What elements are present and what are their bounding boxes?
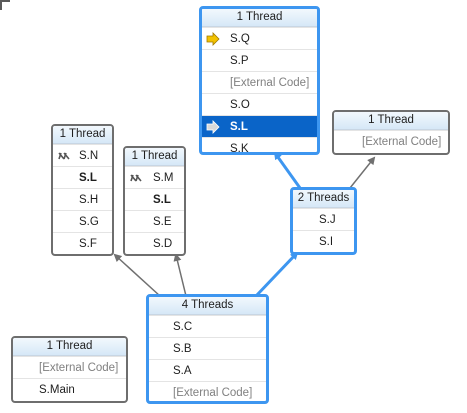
frame-label: S.F <box>79 238 97 250</box>
stack-frame[interactable]: S.A <box>149 359 266 381</box>
frame-label: S.H <box>79 194 99 206</box>
frame-label: S.J <box>319 214 336 226</box>
node-header: 1 Thread <box>53 126 112 144</box>
stack-frame[interactable]: S.L <box>125 188 184 210</box>
thread-node-external[interactable]: 1 Thread [External Code] <box>332 110 450 155</box>
selected-stack-frame[interactable]: S.L <box>202 115 317 137</box>
node-header: 4 Threads <box>149 297 266 315</box>
frame-label: S.O <box>230 99 250 111</box>
stack-frame[interactable]: S.F <box>53 232 112 254</box>
edge-four-to-left2 <box>173 253 187 297</box>
stack-frame[interactable]: S.Q <box>202 27 317 49</box>
frame-label: S.N <box>79 150 99 162</box>
stack-frame[interactable]: S.C <box>149 315 266 337</box>
external-code-frame[interactable]: [External Code] <box>13 356 126 378</box>
stack-frame[interactable]: S.B <box>149 337 266 359</box>
stack-frame[interactable]: S.K <box>202 137 317 155</box>
frame-label: S.M <box>153 172 174 184</box>
current-frame-arrow-icon <box>206 28 224 50</box>
canvas-corner-mark <box>0 0 10 10</box>
stack-frame[interactable]: S.I <box>293 230 354 252</box>
frame-label: S.C <box>173 321 193 333</box>
stack-frame[interactable]: S.J <box>293 208 354 230</box>
frame-label: S.G <box>79 216 99 228</box>
node-header: 1 Thread <box>334 112 448 130</box>
frame-label: [External Code] <box>39 362 119 374</box>
frame-label: S.L <box>230 121 248 133</box>
frame-label: S.I <box>319 236 334 248</box>
thread-node-main[interactable]: 1 Thread [External Code] S.Main <box>11 336 128 403</box>
frame-label: S.A <box>173 365 192 377</box>
stack-frame[interactable]: S.M <box>125 166 184 188</box>
external-code-frame[interactable]: [External Code] <box>149 381 266 401</box>
stack-frame[interactable]: S.N <box>53 144 112 166</box>
stack-frame[interactable]: S.G <box>53 210 112 232</box>
flagged-thread-icon <box>57 145 75 167</box>
frame-label: S.B <box>173 343 192 355</box>
stack-frame[interactable]: S.O <box>202 93 317 115</box>
node-header: 2 Threads <box>293 190 354 208</box>
frame-label: S.Q <box>230 33 250 45</box>
stack-frame[interactable]: S.L <box>53 166 112 188</box>
frame-label: S.K <box>230 143 249 155</box>
frame-label: [External Code] <box>173 387 253 399</box>
frame-label: [External Code] <box>362 136 442 148</box>
stack-frame[interactable]: S.H <box>53 188 112 210</box>
stack-frame-arrow-icon <box>206 116 224 138</box>
frame-label: S.L <box>153 194 171 206</box>
stack-frame[interactable]: S.P <box>202 49 317 71</box>
edge-two-to-top <box>273 151 302 189</box>
node-header: 1 Thread <box>202 9 317 27</box>
node-header: 1 Thread <box>13 338 126 356</box>
stack-frame[interactable]: S.Main <box>13 378 126 400</box>
edge-four-to-two <box>254 251 299 298</box>
frame-label: S.D <box>153 238 173 250</box>
stack-frame[interactable]: S.D <box>125 232 184 254</box>
edge-two-to-ext <box>349 156 376 189</box>
frame-label: S.Main <box>39 384 75 396</box>
edge-four-to-left1 <box>113 253 161 297</box>
external-code-frame[interactable]: [External Code] <box>334 130 448 152</box>
flagged-thread-icon <box>129 167 147 189</box>
frame-label: S.P <box>230 55 249 67</box>
node-header: 1 Thread <box>125 148 184 166</box>
frame-label: [External Code] <box>230 77 310 89</box>
external-code-frame[interactable]: [External Code] <box>202 71 317 93</box>
frame-label: S.L <box>79 172 97 184</box>
stack-frame[interactable]: S.E <box>125 210 184 232</box>
frame-label: S.E <box>153 216 172 228</box>
